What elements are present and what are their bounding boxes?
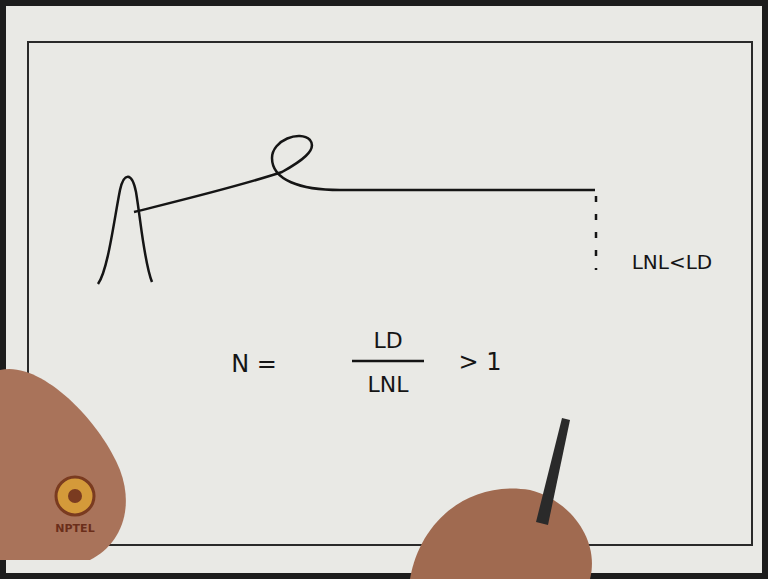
nptel-logo-center	[68, 489, 82, 503]
pen	[536, 418, 570, 525]
formula-symbol: N =	[231, 350, 277, 378]
formula-inequality: > 1	[458, 348, 501, 376]
nptel-logo	[56, 477, 94, 515]
fraction-bar	[352, 360, 424, 363]
right-hand	[410, 488, 592, 579]
logo-text: NPTEL	[55, 522, 94, 535]
input-pulse	[98, 177, 152, 284]
fraction-numerator: LD	[373, 328, 402, 353]
fiber-end-marker	[595, 196, 598, 270]
fiber-with-loop	[134, 136, 595, 212]
drawn-frame	[28, 42, 752, 545]
left-hand	[0, 369, 126, 560]
fraction-denominator: LNL	[368, 372, 409, 397]
length-condition: LNL<LD	[632, 250, 713, 274]
